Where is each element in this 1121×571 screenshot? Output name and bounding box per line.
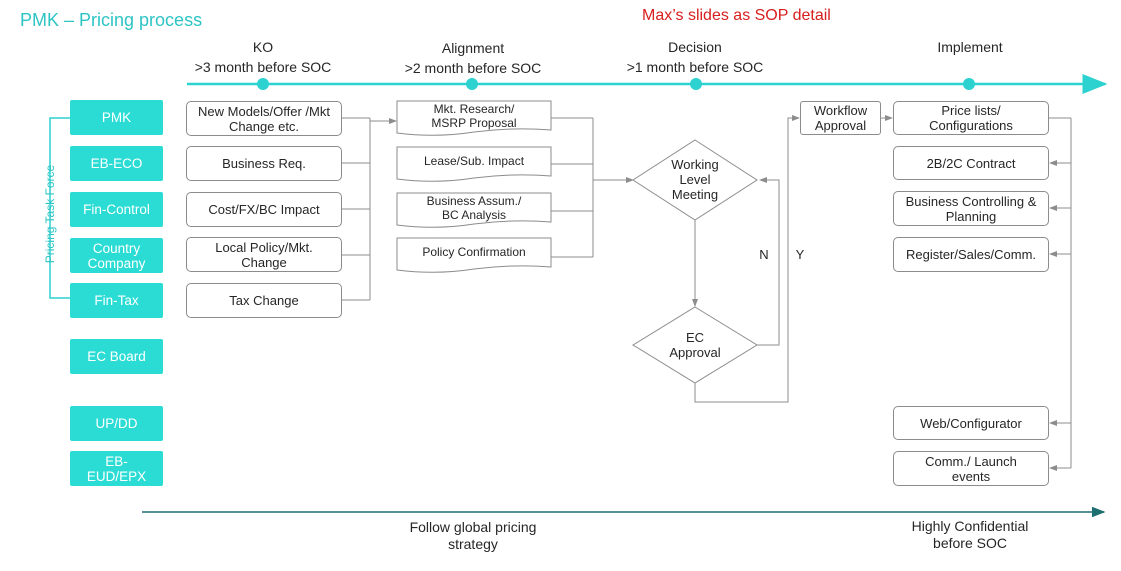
ko-item-business-req: Business Req. [186, 146, 342, 181]
implement-item-web-configurator: Web/Configurator [893, 406, 1049, 440]
role-up-dd: UP/DD [70, 406, 163, 441]
working-level-meeting-label: Working Level Meeting [671, 157, 719, 202]
phase-implement: Implement [910, 37, 1030, 57]
role-fin-tax: Fin-Tax [70, 283, 163, 318]
ko-item-tax-change: Tax Change [186, 283, 342, 318]
footer-global-pricing: Follow global pricing strategy [409, 519, 537, 552]
phase-implement-name: Implement [937, 39, 1003, 55]
yes-label: Y [795, 247, 805, 262]
phase-ko: KO >3 month before SOC [188, 37, 338, 77]
ko-item-new-models: New Models/Offer /Mkt Change etc. [186, 101, 342, 136]
sop-note: Max’s slides as SOP detail [642, 7, 831, 24]
timeline-dot-implement [963, 78, 975, 90]
alignment-item-policy-confirmation: Policy Confirmation [422, 245, 526, 259]
timeline-dot-ko [257, 78, 269, 90]
ko-item-cost-fx-bc: Cost/FX/BC Impact [186, 192, 342, 227]
implement-item-price-lists: Price lists/ Configurations [893, 101, 1049, 135]
role-eb-eco: EB-ECO [70, 146, 163, 181]
implement-item-business-controlling: Business Controlling & Planning [893, 191, 1049, 226]
phase-ko-name: KO [252, 39, 274, 55]
role-country-company: Country Company [70, 238, 163, 273]
workflow-approval-box: Workflow Approval [800, 101, 881, 135]
phase-alignment-timing: >2 month before SOC [404, 60, 542, 76]
phase-decision: Decision >1 month before SOC [615, 37, 775, 77]
phase-ko-timing: >3 month before SOC [194, 59, 332, 75]
alignment-item-lease: Lease/Sub. Impact [423, 154, 525, 168]
timeline-dot-alignment [466, 78, 478, 90]
pricing-task-force-label: Pricing Task Force [43, 164, 57, 264]
role-ec-board: EC Board [70, 339, 163, 374]
alignment-item-mkt-research: Mkt. Research/ MSRP Proposal [431, 102, 517, 130]
phase-decision-timing: >1 month before SOC [626, 59, 764, 75]
page-title: PMK – Pricing process [20, 10, 203, 30]
role-eb-eud-epx: EB- EUD/EPX [70, 451, 163, 486]
doc-shape-business-assum [396, 192, 552, 228]
no-label: N [759, 247, 769, 262]
timeline-dot-decision [690, 78, 702, 90]
implement-item-contract: 2B/2C Contract [893, 146, 1049, 180]
phase-alignment-name: Alignment [441, 40, 505, 56]
footer-confidential: Highly Confidential before SOC [911, 518, 1029, 551]
alignment-item-business-assum: Business Assum./ BC Analysis [426, 194, 522, 222]
doc-shape-policy [396, 237, 552, 273]
ko-item-local-policy: Local Policy/Mkt. Change [186, 237, 342, 272]
doc-shape-mkt-research [396, 100, 552, 136]
doc-shape-lease [396, 146, 552, 182]
phase-decision-name: Decision [668, 39, 722, 55]
implement-item-launch-events: Comm./ Launch events [893, 451, 1049, 486]
phase-alignment: Alignment >2 month before SOC [393, 38, 553, 78]
role-pmk: PMK [70, 100, 163, 135]
task-force-bracket [49, 117, 70, 299]
ec-approval-label: EC Approval [669, 330, 721, 360]
role-fin-control: Fin-Control [70, 192, 163, 227]
implement-item-register-sales: Register/Sales/Comm. [893, 237, 1049, 272]
